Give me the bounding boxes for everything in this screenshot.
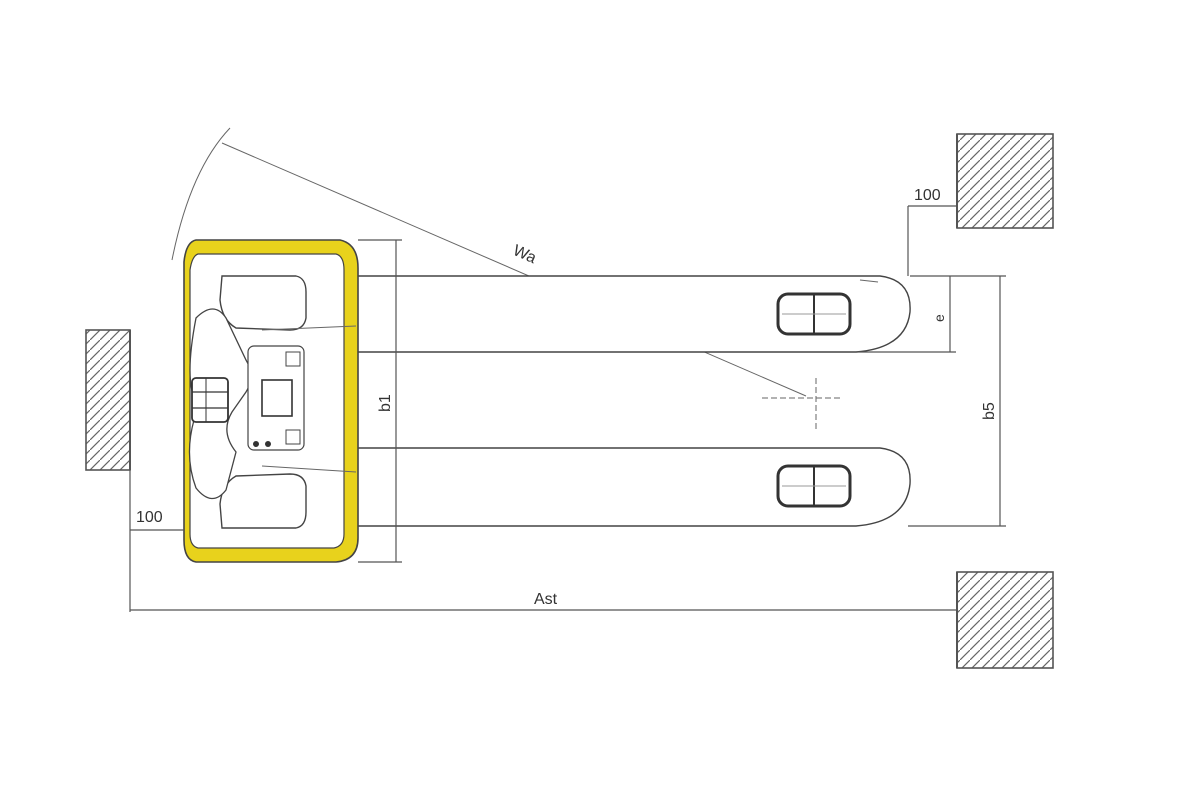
b5-dimension: b5 [908,275,1006,527]
truck-chassis [183,239,359,563]
wa-label: Wa [510,242,538,267]
steer-wheel [191,377,229,423]
ast-dimension: Ast [130,572,958,616]
clearance-bottom-label: 100 [136,509,163,526]
fork-upper [355,275,911,353]
wall-left [85,329,131,471]
wall-bottom-right [956,571,1054,669]
b1-label: b1 [377,394,394,412]
b1-dimension: b1 [358,239,402,563]
b5-label: b5 [981,402,998,420]
ast-label: Ast [534,591,558,608]
clearance-bottom-dimension: 100 [129,470,184,612]
e-label: e [931,314,947,322]
clearance-top-dimension: 100 [907,187,957,276]
turning-center-mark [762,378,842,430]
fork-lower [355,447,911,527]
wall-top-right [956,133,1054,229]
clearance-top-label: 100 [914,187,941,204]
e-dimension: e [856,275,956,353]
turning-arc [171,127,231,261]
wa-radius-line [221,142,807,397]
